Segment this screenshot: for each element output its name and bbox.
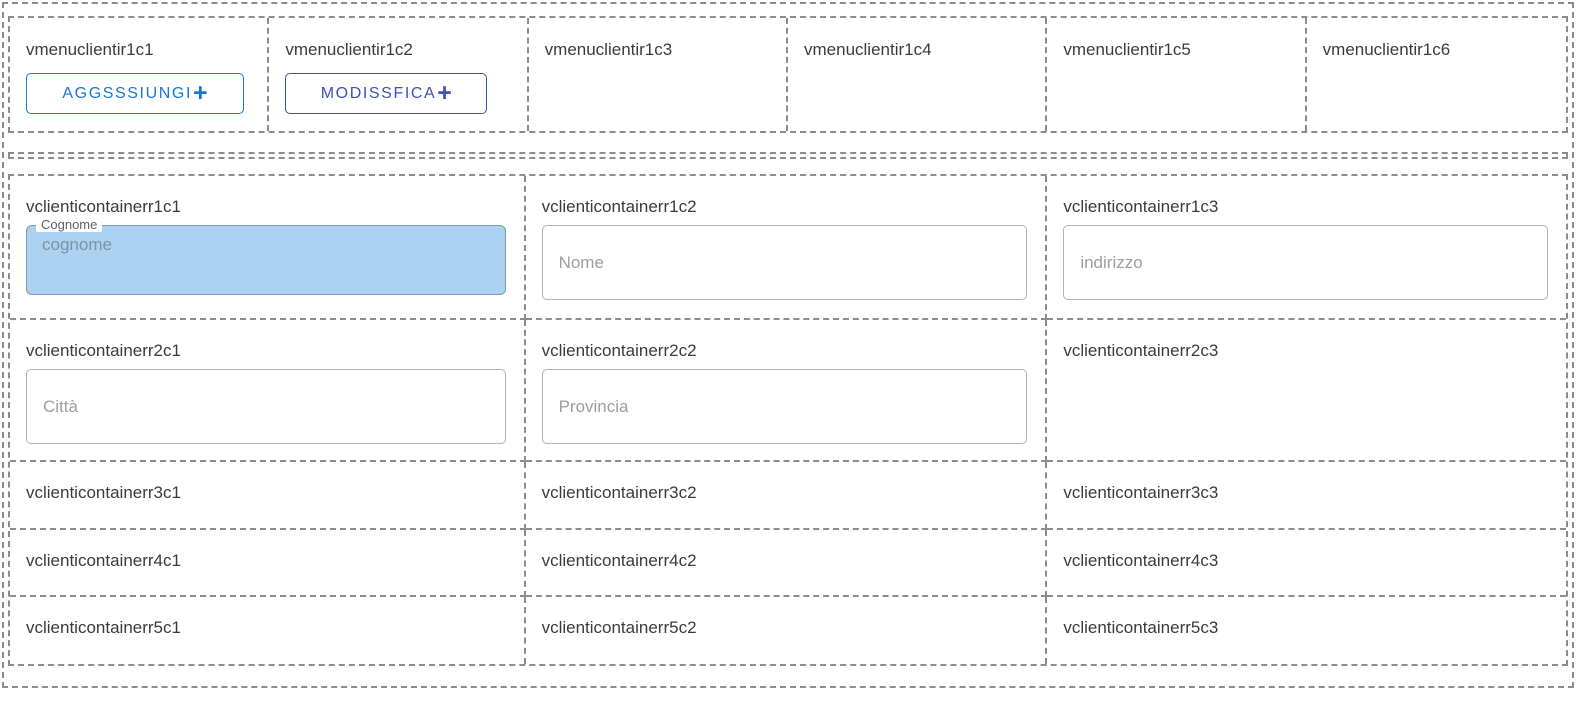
container-cell-label: vclienticontainerr5c2: [541, 618, 697, 637]
container-cell-r1c1: vclienticontainerr1c1 Cognome: [10, 176, 526, 320]
container-cell-r2c1: vclienticontainerr2c1: [10, 320, 526, 462]
cognome-input[interactable]: [27, 235, 481, 255]
provincia-input[interactable]: [541, 369, 1028, 444]
aggiungi-button[interactable]: AGGSSSIUNGI+: [26, 73, 244, 114]
container-cell-r3c3: vclienticontainerr3c3: [1047, 462, 1566, 530]
container-cell-label: vclienticontainerr1c1: [26, 197, 181, 216]
container-cell-r3c1: vclienticontainerr3c1: [10, 462, 526, 530]
container-cell-label: vclienticontainerr3c3: [1063, 483, 1219, 502]
clienti-container: vclienticontainerr1c1 Cognome vclientico…: [8, 174, 1568, 666]
citta-input[interactable]: [26, 369, 506, 444]
container-cell-r3c2: vclienticontainerr3c2: [525, 462, 1048, 530]
container-cell-r2c2: vclienticontainerr2c2: [525, 320, 1048, 462]
nome-input[interactable]: [541, 225, 1028, 300]
plus-icon: +: [193, 79, 208, 107]
menu-cell-label: vmenuclientir1c6: [1322, 40, 1451, 59]
modifica-button-label: MODISSFICA: [320, 84, 437, 102]
menu-cell-r1c1: vmenuclientir1c1 AGGSSSIUNGI+: [10, 18, 270, 131]
plus-icon: +: [437, 79, 452, 107]
menu-clienti-container: vmenuclientir1c1 AGGSSSIUNGI+ vmenuclien…: [8, 16, 1568, 133]
empty-row-strip: [8, 152, 1568, 159]
menu-cell-label: vmenuclientir1c5: [1063, 40, 1191, 59]
container-cell-label: vclienticontainerr1c2: [541, 197, 697, 216]
menu-cell-r1c2: vmenuclientir1c2 MODISSFICA+: [269, 18, 529, 131]
container-cell-r5c3: vclienticontainerr5c3: [1047, 597, 1566, 664]
menu-cell-label: vmenuclientir1c3: [544, 40, 673, 59]
container-cell-r2c3: vclienticontainerr2c3: [1047, 320, 1566, 462]
container-cell-r5c1: vclienticontainerr5c1: [10, 597, 526, 664]
container-cell-r1c3: vclienticontainerr1c3: [1047, 176, 1566, 320]
container-cell-label: vclienticontainerr3c2: [541, 483, 697, 502]
menu-cell-label: vmenuclientir1c4: [804, 40, 932, 59]
container-cell-label: vclienticontainerr4c3: [1063, 551, 1219, 570]
menu-cell-label: vmenuclientir1c2: [285, 40, 413, 59]
container-cell-label: vclienticontainerr5c3: [1063, 618, 1219, 637]
menu-cell-label: vmenuclientir1c1: [26, 40, 154, 59]
container-cell-r5c2: vclienticontainerr5c2: [526, 597, 1048, 664]
menu-cell-r1c4: vmenuclientir1c4: [788, 18, 1048, 131]
menu-cell-r1c5: vmenuclientir1c5: [1047, 18, 1307, 131]
container-cell-r4c2: vclienticontainerr4c2: [525, 530, 1048, 597]
modifica-button[interactable]: MODISSFICA+: [285, 73, 488, 114]
container-cell-label: vclienticontainerr4c2: [541, 551, 697, 570]
aggiungi-button-label: AGGSSSIUNGI: [62, 84, 192, 102]
page-root: vmenuclientir1c1 AGGSSSIUNGI+ vmenuclien…: [2, 2, 1574, 688]
container-cell-label: vclienticontainerr3c1: [26, 483, 181, 502]
cognome-field: Cognome: [26, 218, 506, 295]
container-cell-label: vclienticontainerr5c1: [26, 618, 181, 637]
container-cell-label: vclienticontainerr2c3: [1063, 341, 1219, 360]
container-cell-r1c2: vclienticontainerr1c2: [525, 176, 1048, 320]
menu-cell-r1c3: vmenuclientir1c3: [529, 18, 788, 131]
container-cell-r4c1: vclienticontainerr4c1: [10, 530, 526, 597]
cognome-field-label: Cognome: [36, 218, 103, 232]
container-cell-r4c3: vclienticontainerr4c3: [1047, 530, 1566, 597]
container-cell-label: vclienticontainerr4c1: [26, 551, 181, 570]
menu-cell-r1c6: vmenuclientir1c6: [1307, 18, 1566, 131]
container-cell-label: vclienticontainerr1c3: [1063, 197, 1219, 216]
indirizzo-input[interactable]: [1063, 225, 1548, 300]
container-cell-label: vclienticontainerr2c1: [26, 341, 181, 360]
container-cell-label: vclienticontainerr2c2: [541, 341, 697, 360]
